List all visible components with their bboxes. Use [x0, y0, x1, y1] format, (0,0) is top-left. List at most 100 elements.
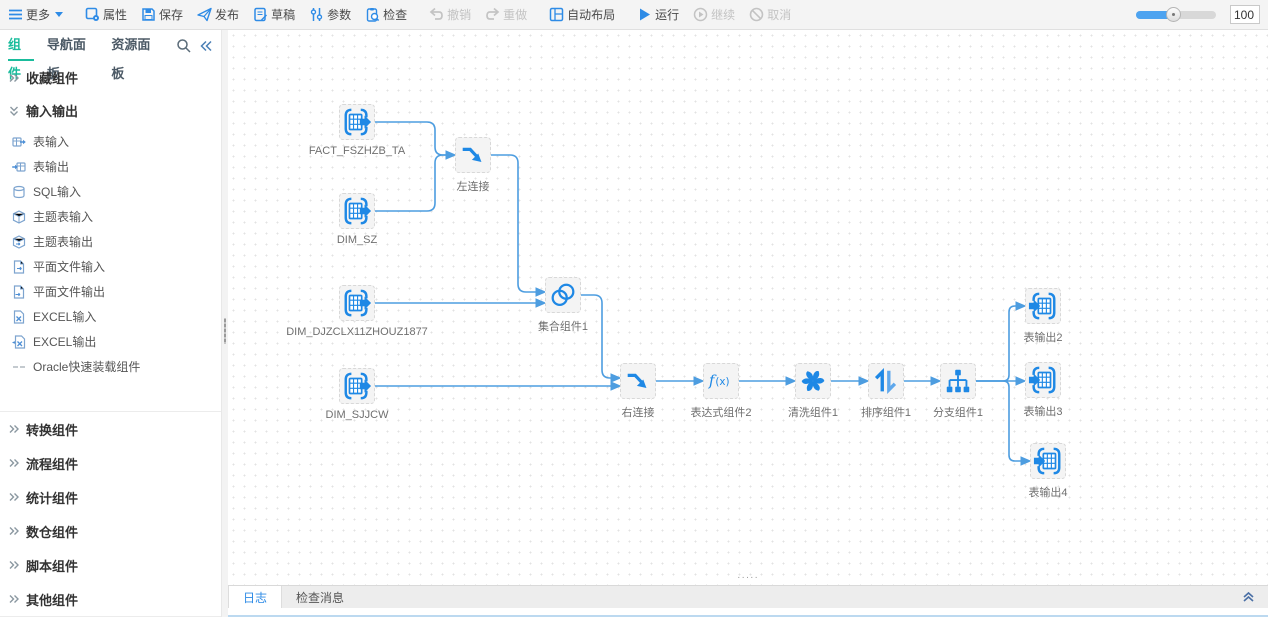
node-label: 表达式组件2 — [690, 407, 752, 419]
tab-check-messages[interactable]: 检查消息 — [296, 590, 345, 605]
check-icon — [365, 7, 380, 22]
excel-output-icon — [12, 334, 26, 349]
properties-button[interactable]: 属性 — [85, 6, 127, 23]
node-label: 集合组件1 — [537, 321, 589, 333]
component-sidebar: 组件 导航面板 资源面板 收藏组件 输入输出 表输入 — [0, 30, 222, 617]
excel-input-icon — [12, 309, 26, 324]
set-union-icon — [551, 283, 575, 306]
run-icon — [637, 7, 652, 22]
node-dim-sjjcw[interactable]: DIM_SJJCW — [326, 368, 388, 421]
node-dim-sz[interactable]: DIM_SZ — [337, 193, 377, 246]
tab-log[interactable]: 日志 — [228, 586, 283, 608]
section-statistics-components[interactable]: 统计组件 — [0, 480, 221, 514]
save-button[interactable]: 保存 — [141, 6, 183, 23]
component-table-output[interactable]: 表输出 — [0, 154, 221, 179]
tab-resource-panel[interactable]: 资源面板 — [111, 37, 151, 81]
node-dim-djzclx[interactable]: DIM_DJZCLX11ZHOUZ1877 — [286, 285, 428, 338]
table-input-icon — [344, 289, 372, 317]
node-table-output-4[interactable]: 表输出4 — [1028, 443, 1068, 499]
toolbar: 更多 属性 保存 发布 草稿 参数 检查 撤销 — [0, 0, 1268, 30]
svg-text:f: f — [708, 372, 717, 390]
right-join-icon — [627, 373, 647, 389]
component-subject-table-input[interactable]: 主题表输入 — [0, 204, 221, 229]
node-expression-component[interactable]: f(x) 表达式组件2 — [690, 363, 752, 419]
auto-layout-button[interactable]: 自动布局 — [549, 6, 615, 23]
component-excel-input[interactable]: EXCEL输入 — [0, 304, 221, 329]
more-button[interactable]: 更多 — [8, 6, 64, 23]
more-label: 更多 — [26, 8, 51, 22]
flow-edges — [375, 121, 1032, 466]
zoom-slider-handle[interactable] — [1166, 6, 1181, 22]
section-input-output[interactable]: 输入输出 — [0, 94, 221, 127]
zoom-value-input[interactable] — [1230, 5, 1260, 24]
chevron-right-icon — [8, 423, 20, 435]
table-input-icon — [344, 197, 372, 225]
tab-components[interactable]: 组件 — [8, 30, 34, 81]
table-input-icon — [344, 108, 372, 136]
log-content — [228, 608, 1268, 617]
node-sort-component[interactable]: 排序组件1 — [861, 363, 911, 419]
node-table-output-3[interactable]: 表输出3 — [1023, 362, 1063, 418]
expand-panel-icon[interactable] — [1241, 589, 1256, 607]
node-table-output-2[interactable]: 表输出2 — [1023, 288, 1063, 344]
node-label: 表输出4 — [1028, 487, 1068, 499]
resume-icon — [693, 7, 708, 22]
search-icon[interactable] — [176, 38, 191, 53]
sidebar-splitter[interactable] — [222, 30, 228, 617]
node-fact-fszhzb-ta[interactable]: FACT_FSZHZB_TA — [309, 104, 405, 157]
node-left-join[interactable]: 左连接 — [455, 137, 491, 193]
parameters-button[interactable]: 参数 — [309, 6, 351, 23]
expression-fx-icon: f(x) — [708, 372, 730, 390]
menu-icon — [8, 7, 23, 22]
panel-resize-handle[interactable]: ····· — [737, 572, 759, 583]
section-script-components[interactable]: 脚本组件 — [0, 548, 221, 582]
chevron-right-icon — [8, 525, 20, 537]
draft-button[interactable]: 草稿 — [253, 6, 295, 23]
run-button[interactable]: 运行 — [637, 6, 679, 23]
node-label: 排序组件1 — [860, 407, 912, 419]
publish-button[interactable]: 发布 — [197, 6, 239, 23]
flat-file-input-icon — [12, 259, 26, 274]
section-warehouse-components[interactable]: 数仓组件 — [0, 514, 221, 548]
component-sql-input[interactable]: SQL输入 — [0, 179, 221, 204]
sort-icon — [874, 368, 897, 394]
redo-button: 重做 — [485, 6, 527, 23]
section-favorite-components[interactable]: 收藏组件 — [0, 61, 221, 94]
component-subject-table-output[interactable]: 主题表输出 — [0, 229, 221, 254]
node-label: 分支组件1 — [932, 407, 984, 419]
component-excel-output[interactable]: EXCEL输出 — [0, 329, 221, 354]
sql-input-icon — [12, 185, 26, 199]
section-other-components[interactable]: 其他组件 — [0, 582, 221, 616]
node-right-join[interactable]: 右连接 — [620, 363, 656, 419]
component-oracle-fast-load[interactable]: Oracle快速装载组件 — [0, 354, 221, 379]
branch-icon — [946, 369, 970, 393]
section-transform-components[interactable]: 转换组件 — [0, 412, 221, 446]
collapse-sidebar-icon[interactable] — [199, 39, 213, 53]
node-label: DIM_SJJCW — [325, 409, 389, 421]
splitter-handle-icon — [224, 318, 226, 344]
node-clean-component[interactable]: 清洗组件1 — [788, 363, 838, 419]
tab-navigation-panel[interactable]: 导航面板 — [46, 37, 86, 81]
left-join-icon — [462, 147, 482, 163]
component-table-input[interactable]: 表输入 — [0, 129, 221, 154]
undo-icon — [429, 7, 444, 22]
node-label: 表输出3 — [1023, 406, 1063, 418]
node-branch-component[interactable]: 分支组件1 — [933, 363, 983, 419]
redo-icon — [485, 7, 500, 22]
component-flat-file-output[interactable]: 平面文件输出 — [0, 279, 221, 304]
flow-canvas[interactable]: FACT_FSZHZB_TA DIM_SZ 左连接 DIM_DJZCLX11ZH… — [228, 30, 1268, 585]
zoom-slider[interactable] — [1136, 6, 1216, 22]
node-set-component[interactable]: 集合组件1 — [538, 277, 588, 333]
svg-text:(x): (x) — [715, 376, 729, 388]
section-flow-components[interactable]: 流程组件 — [0, 446, 221, 480]
component-flat-file-input[interactable]: 平面文件输入 — [0, 254, 221, 279]
chevron-right-icon — [8, 559, 20, 571]
resume-button: 继续 — [693, 6, 735, 23]
check-button[interactable]: 检查 — [365, 6, 407, 23]
chevron-right-icon — [8, 491, 20, 503]
table-input-icon — [12, 135, 26, 149]
flat-file-output-icon — [12, 284, 26, 299]
node-label: FACT_FSZHZB_TA — [308, 145, 406, 157]
undo-button: 撤销 — [429, 6, 471, 23]
